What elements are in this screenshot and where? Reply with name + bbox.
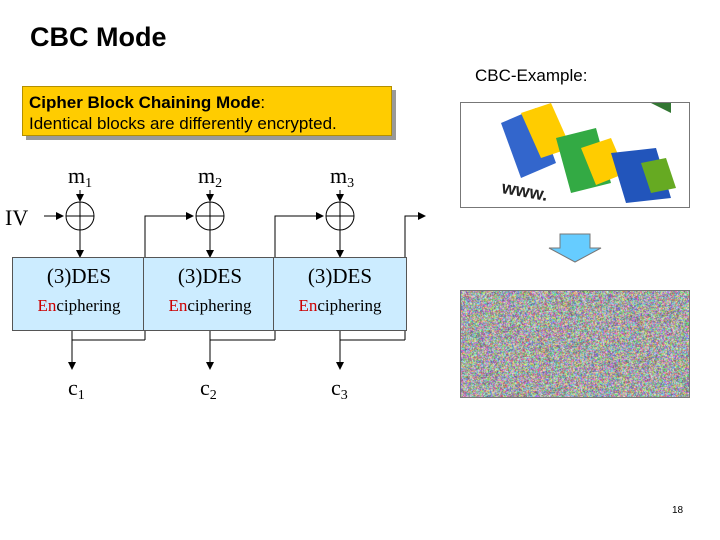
enciphering-label-1: Enciphering (13, 296, 145, 316)
ciphertext-label-3: c3 (331, 375, 348, 404)
feedback-3 (404, 212, 426, 340)
des-label-1: (3)DES (46, 264, 112, 288)
iv-label: IV (5, 205, 29, 230)
slide-title: CBC Mode (30, 22, 167, 52)
message-base-1: m (68, 163, 86, 188)
plaintext-example-image: www. (460, 102, 690, 208)
des-label-3: (3)DES (307, 264, 373, 288)
des-block-3: (3)DES Enciphering (273, 257, 407, 331)
page-number: 18 (672, 505, 684, 516)
message-sub-2: 2 (215, 176, 223, 191)
enc-prefix-1: En (37, 296, 57, 315)
message-sub-1: 1 (85, 176, 93, 191)
des-label-2: (3)DES (177, 264, 243, 288)
logo-text: www. (499, 177, 549, 205)
xor-3 (325, 201, 355, 231)
des-block-2: (3)DES Enciphering (143, 257, 277, 331)
xor-2 (195, 201, 225, 231)
ciphertext-label-2: c2 (200, 375, 217, 404)
message-base-3: m (330, 163, 348, 188)
message-sub-3: 3 (347, 176, 355, 191)
ciphertext-label-1: c1 (68, 375, 85, 404)
cipher-base-3: c (331, 375, 341, 400)
message-label-1: m1 (68, 163, 92, 192)
enciphering-label-2: Enciphering (144, 296, 276, 316)
message-base-2: m (198, 163, 216, 188)
down-arrow-icon (548, 233, 602, 263)
xor-1 (65, 201, 95, 231)
enciphering-label-3: Enciphering (274, 296, 406, 316)
enc-rest-3: ciphering (317, 296, 382, 315)
noise-canvas (461, 291, 689, 397)
enc-prefix-2: En (168, 296, 188, 315)
note-line-1: Cipher Block Chaining Mode: (29, 92, 391, 113)
note-colon: : (260, 93, 266, 112)
note-term: Cipher Block Chaining Mode (29, 93, 261, 112)
enc-rest-1: ciphering (56, 296, 121, 315)
definition-note: Cipher Block Chaining Mode: Identical bl… (22, 86, 392, 136)
note-line-2: Identical blocks are differently encrypt… (29, 114, 337, 133)
cipher-base-2: c (200, 375, 210, 400)
logo-graphic: www. (499, 103, 676, 205)
des-block-1: (3)DES Enciphering (12, 257, 146, 331)
example-label: CBC-Example: (475, 66, 588, 85)
enc-rest-2: ciphering (187, 296, 252, 315)
message-label-2: m2 (198, 163, 222, 192)
cipher-base-1: c (68, 375, 78, 400)
enc-prefix-3: En (298, 296, 318, 315)
message-label-3: m3 (330, 163, 354, 192)
cipher-sub-2: 2 (209, 388, 217, 403)
ciphertext-noise-image (460, 290, 690, 398)
cipher-sub-1: 1 (77, 388, 85, 403)
cipher-sub-3: 3 (340, 388, 348, 403)
